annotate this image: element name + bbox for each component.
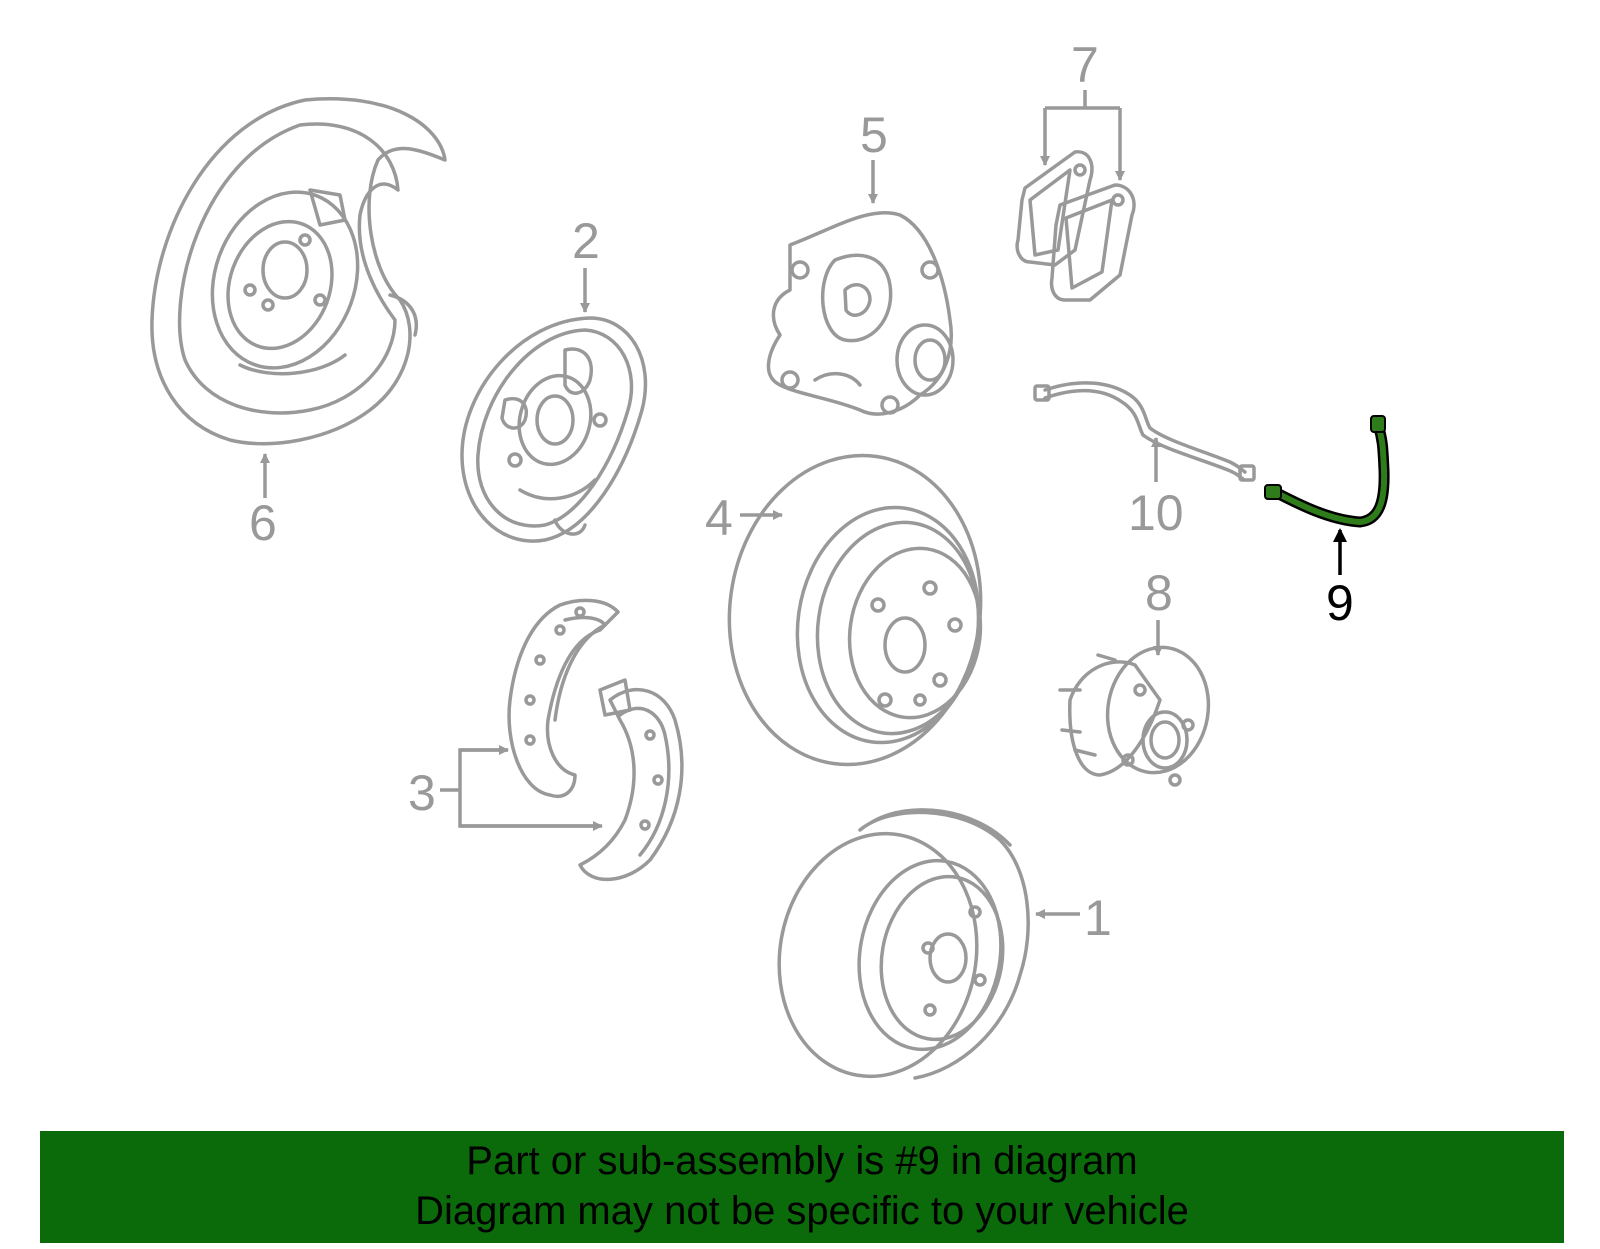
callout-2: 2 — [572, 213, 600, 269]
brake-pads-part-7[interactable] — [1015, 150, 1136, 302]
callout-5: 5 — [860, 107, 888, 163]
callout-1: 1 — [1084, 890, 1112, 946]
callout-4: 4 — [705, 490, 733, 546]
knuckle-part-5[interactable] — [766, 210, 955, 416]
banner-part-line: Part or sub-assembly is #9 in diagram — [466, 1139, 1138, 1183]
callout-7: 7 — [1071, 37, 1099, 93]
brake-hose-part-9[interactable] — [1264, 415, 1390, 528]
info-banner: Part or sub-assembly is #9 in diagram Di… — [40, 1131, 1564, 1243]
callout-8: 8 — [1145, 565, 1173, 621]
brake-drum-part-1[interactable] — [760, 808, 1030, 1092]
hub-bearing-part-8[interactable] — [1058, 639, 1218, 787]
backing-plate-part-6[interactable] — [150, 97, 447, 446]
callout-9: 9 — [1326, 575, 1354, 631]
brake-line-part-10[interactable] — [1033, 381, 1256, 482]
parking-brake-assembly-part-2[interactable] — [460, 316, 648, 543]
callout-10: 10 — [1128, 485, 1184, 541]
callout-3: 3 — [408, 765, 436, 821]
rotor-part-4[interactable] — [710, 439, 1001, 781]
callout-6: 6 — [249, 495, 277, 551]
brake-shoes-part-3[interactable] — [507, 598, 684, 882]
banner-disclaimer-line: Diagram may not be specific to your vehi… — [415, 1189, 1189, 1233]
parts-diagram: 6 2 5 7 — [150, 37, 1390, 1092]
